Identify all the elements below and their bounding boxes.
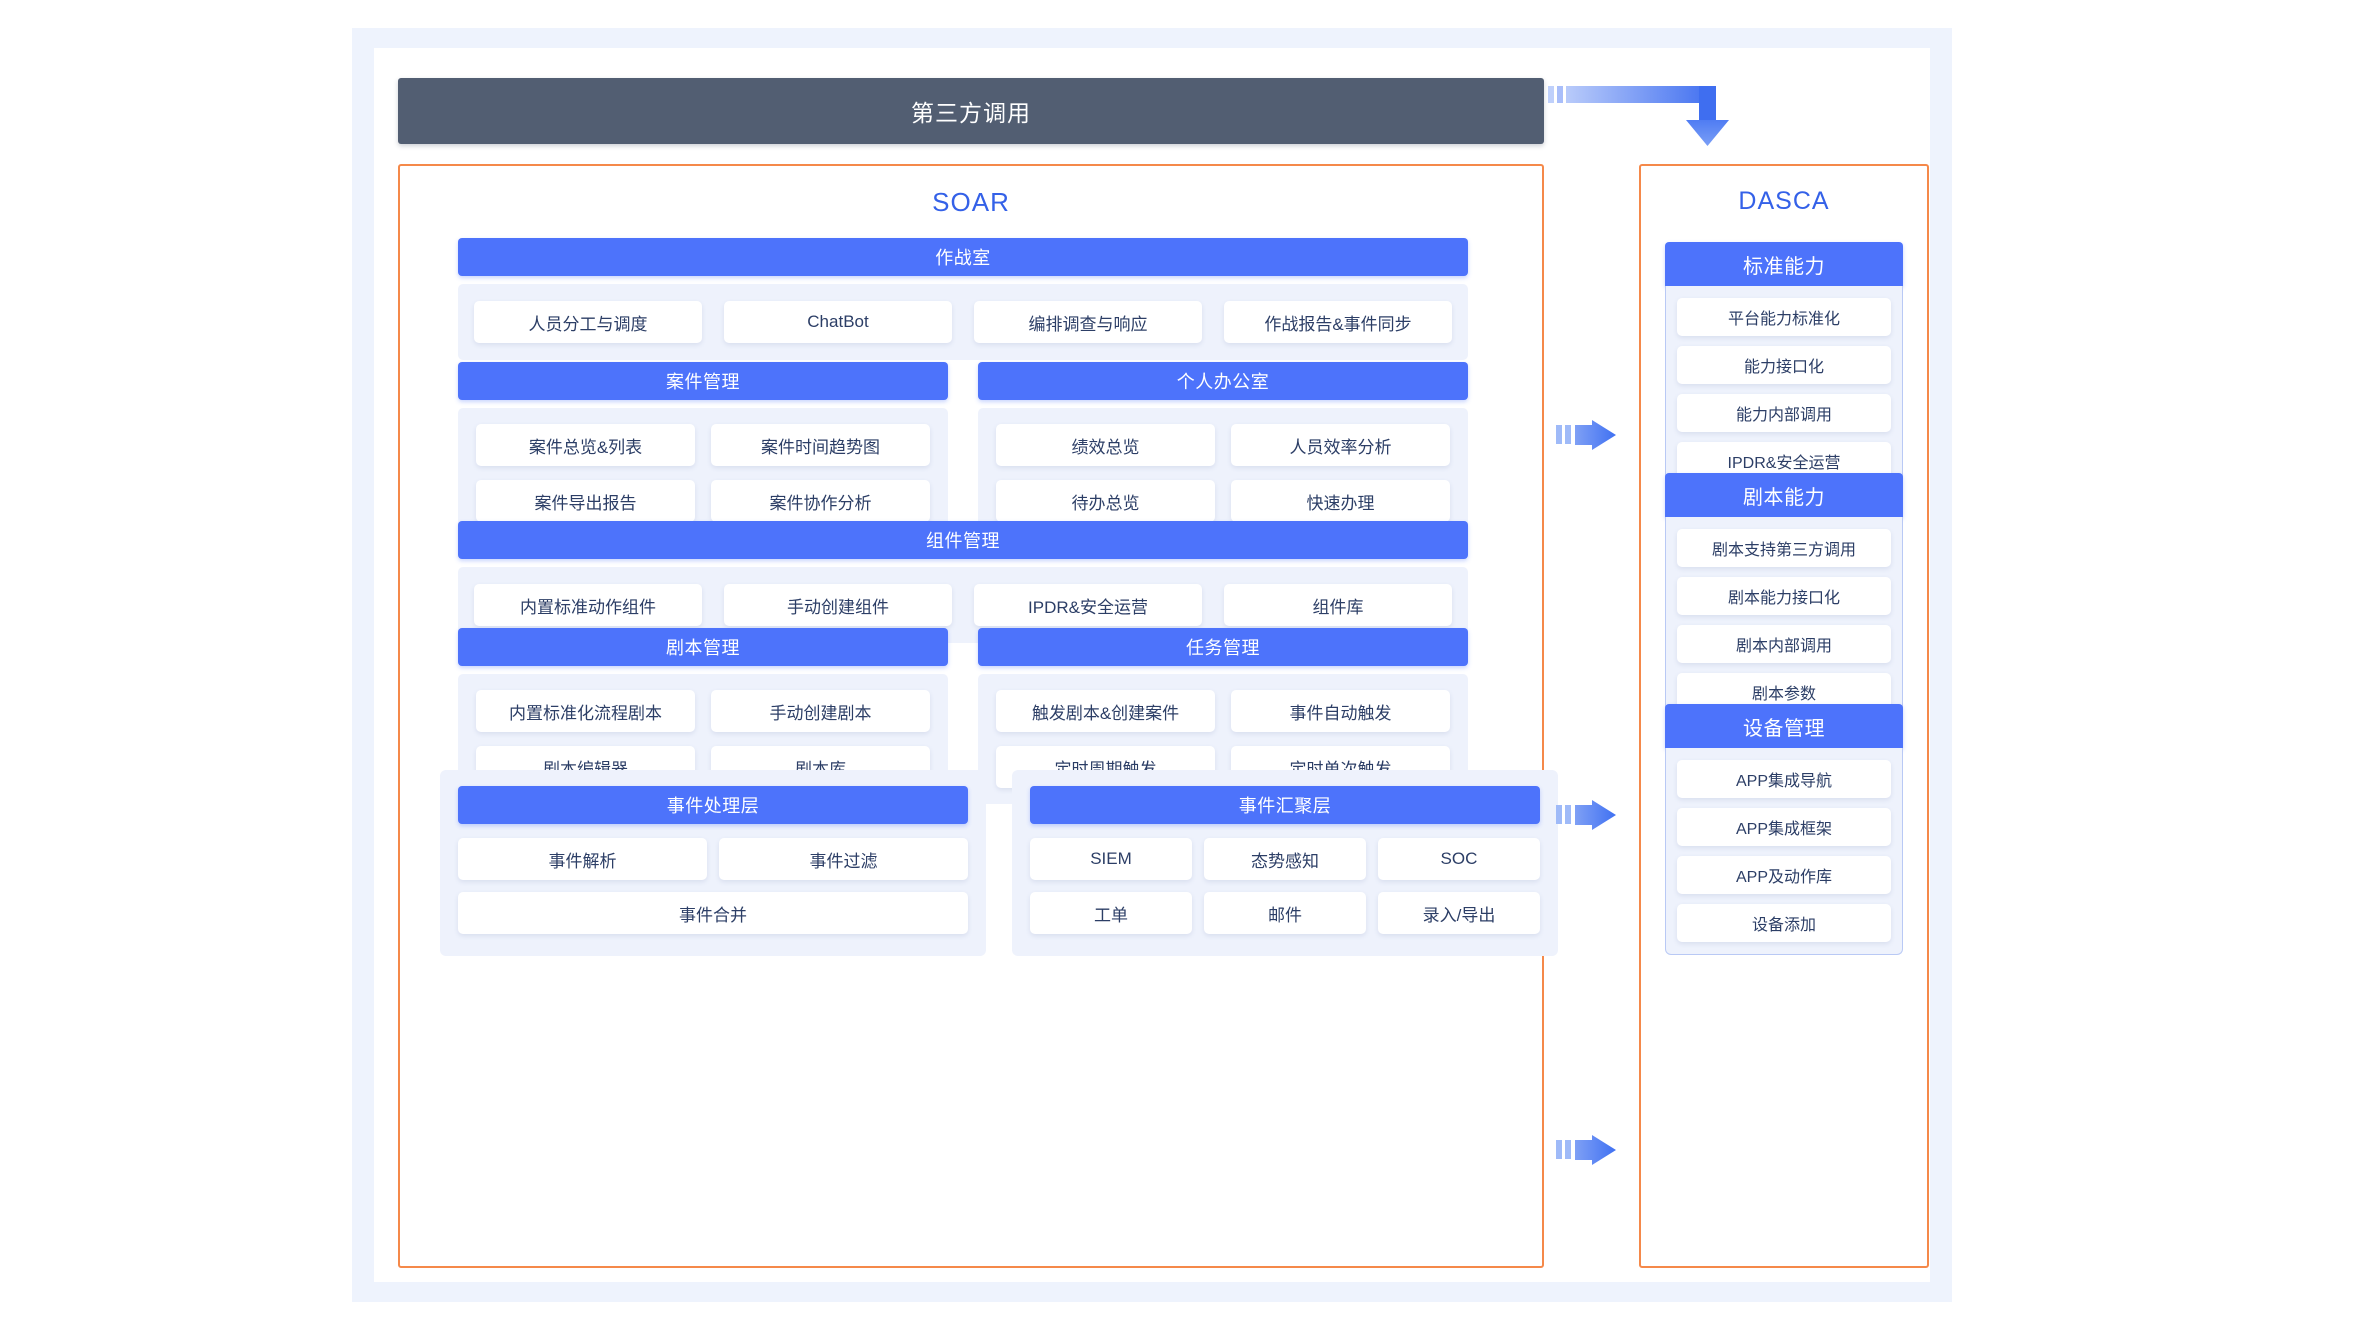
third-party-call-label: 第三方调用 [911,100,1031,126]
section-playbook-title: 剧本管理 [666,638,740,658]
dasca-block-device-header: 设备管理 [1665,704,1903,748]
section-event-processing-title: 事件处理层 [666,796,760,816]
section-warroom-title: 作战室 [935,248,991,268]
fast-forward-arrow-icon [1556,800,1616,830]
card-item[interactable]: 案件导出报告 [476,480,695,522]
section-warroom-header: 作战室 [458,238,1468,276]
card-item[interactable]: 事件自动触发 [1231,690,1450,732]
card-item[interactable]: IPDR&安全运营 [974,584,1202,626]
card-item[interactable]: 手动创建组件 [724,584,952,626]
section-case-title: 案件管理 [666,372,740,392]
dasca-block-device-body: APP集成导航 APP集成框架 APP及动作库 设备添加 [1665,748,1903,955]
section-task-header: 任务管理 [978,628,1468,666]
section-playbook-body: 内置标准化流程剧本 手动创建剧本 剧本编辑器 剧本库 [458,674,948,804]
section-event-collection-body: SIEM 态势感知 SOC 工单 邮件 录入/导出 [1030,838,1540,934]
card-item[interactable]: 剧本内部调用 [1677,625,1891,663]
card-item[interactable]: 人员分工与调度 [474,301,702,343]
section-personal-office: 个人办公室 绩效总览 人员效率分析 待办总览 快速办理 [978,362,1468,538]
card-item[interactable]: 邮件 [1203,892,1366,934]
dasca-block-device-title: 设备管理 [1743,717,1825,740]
card-item[interactable]: APP集成导航 [1677,760,1891,798]
card-item[interactable]: 作战报告&事件同步 [1224,301,1452,343]
fast-forward-arrow-icon [1556,420,1616,450]
card-item[interactable]: 组件库 [1224,584,1452,626]
card-item[interactable]: 事件过滤 [719,838,968,880]
card-item[interactable]: 工单 [1030,892,1192,934]
card-item[interactable]: 快速办理 [1231,480,1450,522]
card-item[interactable]: APP集成框架 [1677,808,1891,846]
dasca-block-playbook-header: 剧本能力 [1665,473,1903,517]
section-event-processing-header: 事件处理层 [458,786,968,824]
card-item[interactable]: 绩效总览 [996,424,1215,466]
card-item[interactable]: 剧本能力接口化 [1677,577,1891,615]
card-item[interactable]: 内置标准化流程剧本 [476,690,695,732]
section-event-processing-body: 事件解析 事件过滤 事件合并 [458,838,968,934]
card-item[interactable]: 人员效率分析 [1231,424,1450,466]
card-item[interactable]: 待办总览 [996,480,1215,522]
card-item[interactable]: 手动创建剧本 [711,690,930,732]
dasca-block-standard-body: 平台能力标准化 能力接口化 能力内部调用 IPDR&安全运营 [1665,286,1903,493]
section-component-management: 组件管理 内置标准动作组件 手动创建组件 IPDR&安全运营 组件库 [458,521,1468,643]
dasca-block-playbook-title: 剧本能力 [1743,486,1825,509]
dasca-block-playbook-capability: 剧本能力 剧本支持第三方调用 剧本能力接口化 剧本内部调用 剧本参数 [1665,473,1903,724]
dasca-block-playbook-body: 剧本支持第三方调用 剧本能力接口化 剧本内部调用 剧本参数 [1665,517,1903,724]
card-item[interactable]: 事件解析 [458,838,707,880]
section-event-collection-header: 事件汇聚层 [1030,786,1540,824]
card-item[interactable]: ChatBot [724,301,952,343]
section-case-body: 案件总览&列表 案件时间趋势图 案件导出报告 案件协作分析 [458,408,948,538]
dasca-title: DASCA [1738,187,1830,215]
section-event-collection-layer: 事件汇聚层 SIEM 态势感知 SOC 工单 邮件 录入/导出 [1012,770,1558,956]
third-party-call-bar: 第三方调用 [398,78,1544,144]
card-item[interactable]: 录入/导出 [1377,892,1540,934]
card-item[interactable]: 态势感知 [1203,838,1366,880]
section-playbook-management: 剧本管理 内置标准化流程剧本 手动创建剧本 剧本编辑器 剧本库 [458,628,948,804]
card-item[interactable]: SIEM [1030,838,1192,880]
dasca-block-device-management: 设备管理 APP集成导航 APP集成框架 APP及动作库 设备添加 [1665,704,1903,955]
card-item[interactable]: 剧本支持第三方调用 [1677,529,1891,567]
card-item[interactable]: 编排调查与响应 [974,301,1202,343]
section-case-header: 案件管理 [458,362,948,400]
dasca-panel: DASCA 标准能力 平台能力标准化 能力接口化 能力内部调用 IPDR&安全运… [1639,164,1929,1268]
card-item[interactable]: 能力接口化 [1677,346,1891,384]
card-item[interactable]: 内置标准动作组件 [474,584,702,626]
card-item[interactable]: 事件合并 [458,892,968,934]
card-item[interactable]: SOC [1377,838,1540,880]
section-warroom: 作战室 人员分工与调度 ChatBot 编排调查与响应 作战报告&事件同步 [458,238,1468,360]
card-item[interactable]: 案件总览&列表 [476,424,695,466]
dasca-block-standard-title: 标准能力 [1743,255,1825,278]
section-office-title: 个人办公室 [1176,372,1270,392]
card-item[interactable]: 案件协作分析 [711,480,930,522]
section-task-title: 任务管理 [1186,638,1260,658]
section-component-header: 组件管理 [458,521,1468,559]
card-item[interactable]: 能力内部调用 [1677,394,1891,432]
card-item[interactable]: 设备添加 [1677,904,1891,942]
card-item[interactable]: 触发剧本&创建案件 [996,690,1215,732]
section-playbook-header: 剧本管理 [458,628,948,666]
soar-panel: SOAR 作战室 人员分工与调度 ChatBot 编排调查与响应 作战报告&事件… [398,164,1558,1268]
fast-forward-arrow-icon [1556,1135,1616,1165]
section-event-processing-layer: 事件处理层 事件解析 事件过滤 事件合并 [440,770,986,956]
elbow-arrow-down-icon [1548,86,1729,146]
section-component-title: 组件管理 [926,531,1000,551]
section-case-management: 案件管理 案件总览&列表 案件时间趋势图 案件导出报告 案件协作分析 [458,362,948,538]
section-office-header: 个人办公室 [978,362,1468,400]
section-office-body: 绩效总览 人员效率分析 待办总览 快速办理 [978,408,1468,538]
card-item[interactable]: 案件时间趋势图 [711,424,930,466]
card-item[interactable]: 平台能力标准化 [1677,298,1891,336]
card-item[interactable]: APP及动作库 [1677,856,1891,894]
dasca-block-standard-capability: 标准能力 平台能力标准化 能力接口化 能力内部调用 IPDR&安全运营 [1665,242,1903,493]
soar-title: SOAR [932,187,1010,217]
section-event-collection-title: 事件汇聚层 [1238,796,1332,816]
section-warroom-body: 人员分工与调度 ChatBot 编排调查与响应 作战报告&事件同步 [458,284,1468,360]
dasca-block-standard-header: 标准能力 [1665,242,1903,286]
